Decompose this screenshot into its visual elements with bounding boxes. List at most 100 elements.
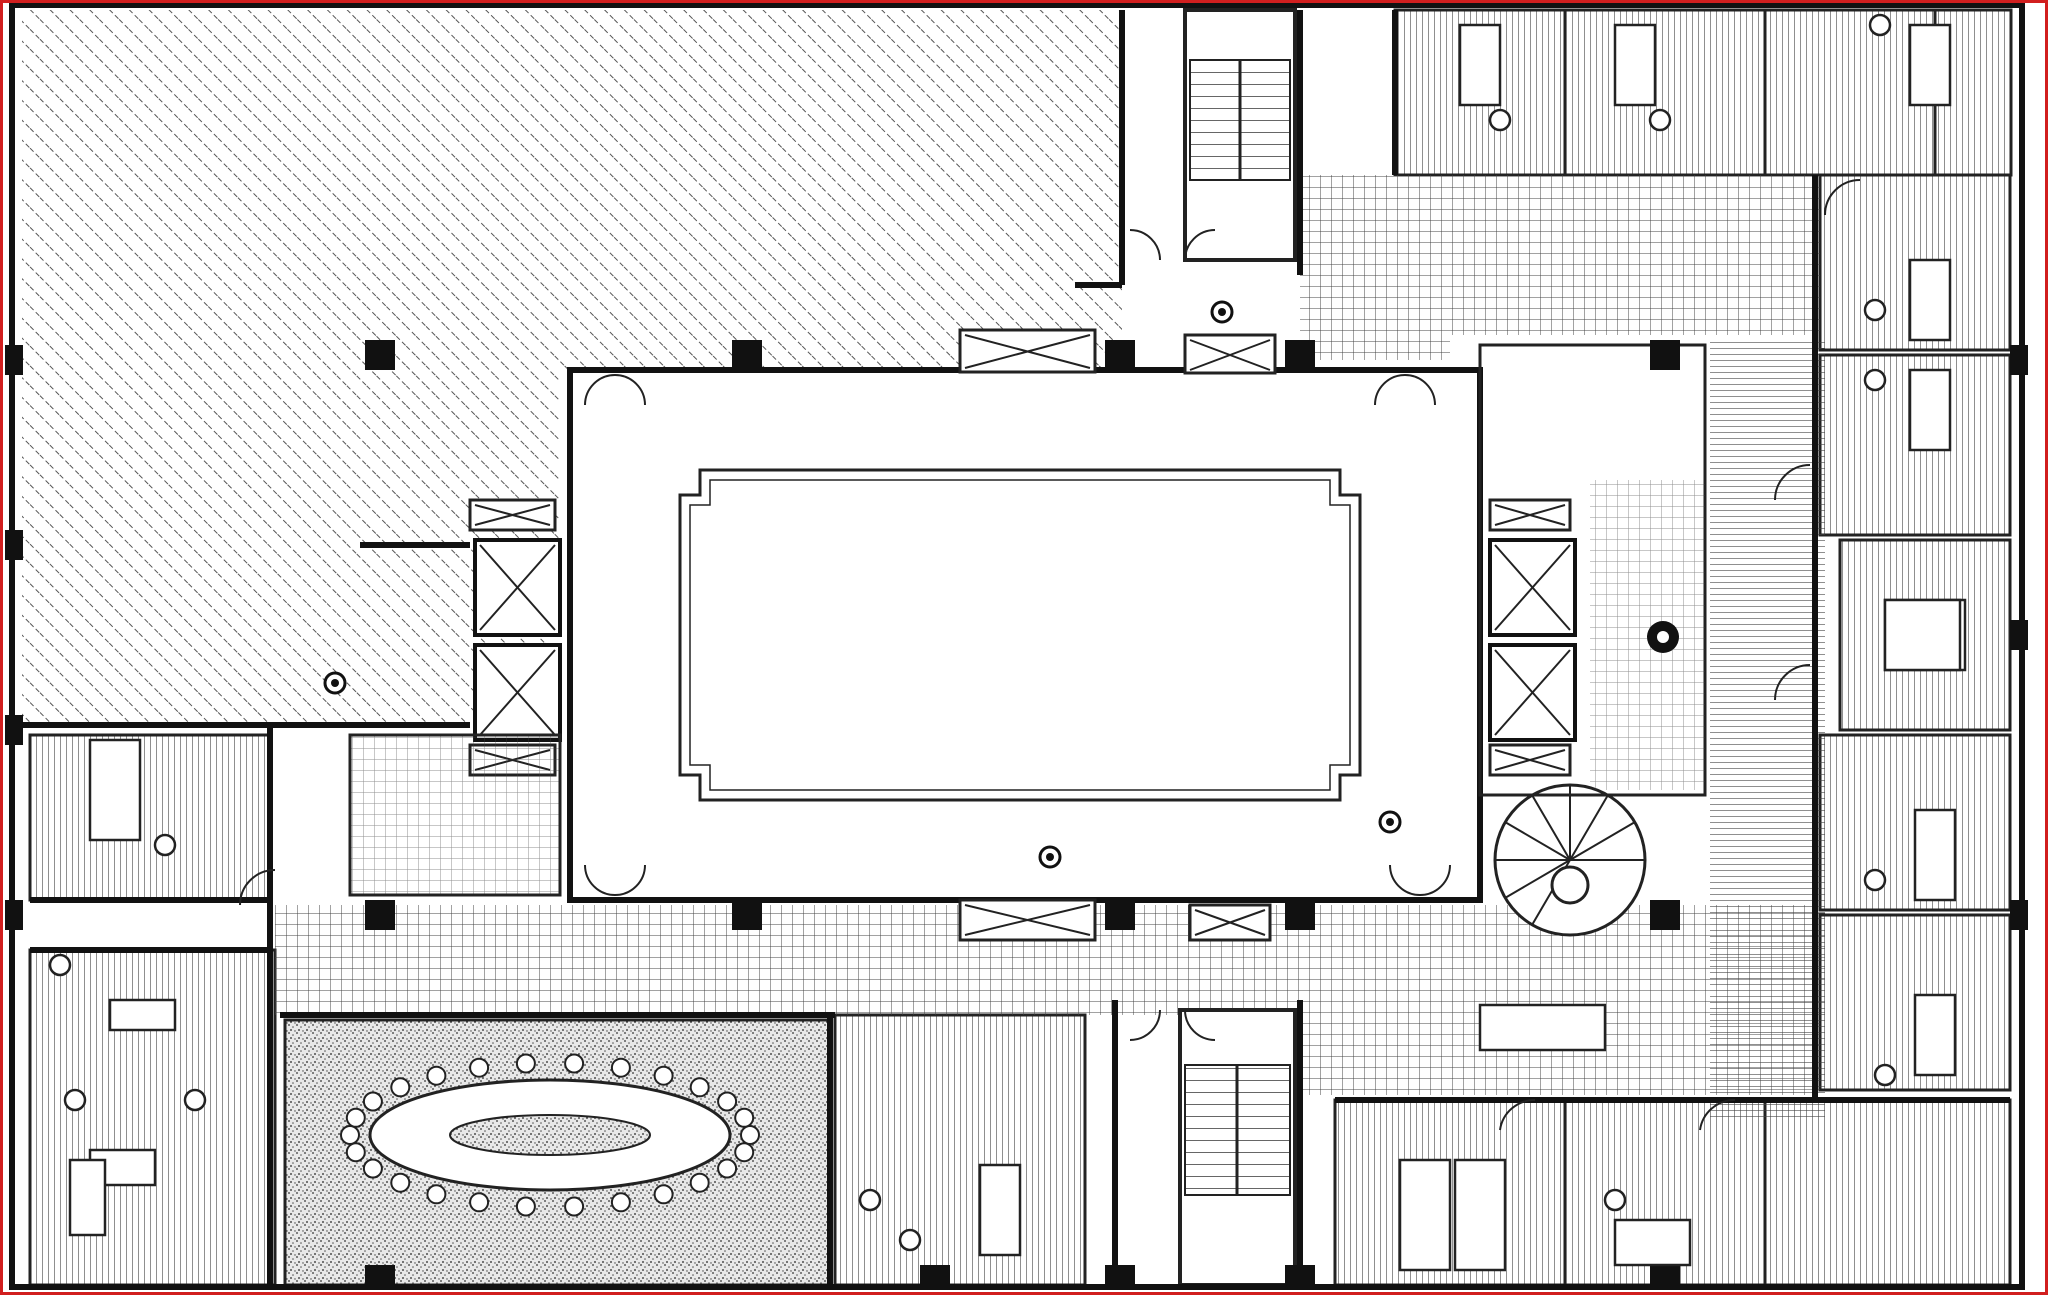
furniture [48,13,1967,1272]
chair [1603,1188,1627,1212]
conference-chair [564,1053,585,1074]
chair [1863,368,1887,392]
column [365,1265,395,1290]
shaft-bottom-2 [1188,903,1272,942]
conference-chair [345,1107,366,1128]
column [1285,900,1315,930]
door [1389,864,1421,896]
door [1824,179,1861,216]
desk [1398,1158,1452,1272]
door [1699,1098,1736,1131]
fire-extinguisher-icon [1210,300,1234,324]
conference-chair [426,1184,447,1205]
conference-chair [717,1091,738,1112]
desk [108,998,177,1032]
conference-chair [653,1184,674,1205]
desk [88,738,142,842]
chair [153,833,177,857]
stairwells [1178,8,1647,1287]
column [732,340,762,370]
conference-chair [653,1065,674,1086]
column [1650,340,1680,370]
door [1184,1009,1216,1041]
conference-chair [610,1057,631,1078]
chair [48,953,72,977]
conference-chair [390,1172,411,1193]
stairwell-top [1183,8,1297,262]
conference-chairs [340,1053,760,1217]
desk [1613,23,1657,107]
atrium-inner-outline [678,468,1362,802]
column [1650,1265,1680,1290]
door [1774,464,1811,501]
column [5,530,23,560]
conference-chair [610,1192,631,1213]
desk [1613,1218,1692,1267]
chair [183,1088,207,1112]
chair [1648,108,1672,132]
column [920,1265,950,1290]
conference-chair [515,1196,536,1217]
column [5,900,23,930]
chair [1873,1063,1897,1087]
conference-chair [734,1107,755,1128]
elevator-left-2 [473,643,562,742]
conference-chair [469,1057,490,1078]
doors [239,179,1861,1131]
door [239,869,276,906]
conference-chair [564,1196,585,1217]
shaft-right-2 [1488,743,1572,777]
shaft-bottom-1 [958,898,1097,942]
conference-chair [734,1142,755,1163]
chair [1488,108,1512,132]
shaft-right-1 [1488,498,1572,532]
chair [898,1228,922,1252]
desk [1908,258,1952,342]
column [1105,1265,1135,1290]
column [5,345,23,375]
meeting-table [1883,598,1962,672]
chair [1863,868,1887,892]
conference-chair [345,1142,366,1163]
chair [1863,298,1887,322]
column [1650,900,1680,930]
central-atrium [567,367,1483,903]
spiral-staircase [1493,783,1647,937]
elevator-right-2 [1488,643,1577,742]
conference-table-inlay [449,1114,651,1156]
desk [1458,23,1502,107]
column [732,900,762,930]
conference-chair [515,1053,536,1074]
desk [1908,368,1952,452]
column [1105,900,1135,930]
door [584,864,616,896]
door [1499,1098,1536,1131]
column [365,900,395,930]
column [2010,620,2028,650]
reception-desk [1478,1003,1607,1052]
desk [1913,808,1957,902]
conference-chair [717,1158,738,1179]
fire-hose-icon [1647,621,1679,653]
shaft-top-1 [958,328,1097,374]
column [2010,900,2028,930]
conference-chair [469,1192,490,1213]
stairwell-bottom [1178,1008,1297,1287]
columns [5,340,2028,1290]
door [1774,664,1811,701]
chair [63,1088,87,1112]
desk [1913,993,1957,1077]
door [1374,374,1406,406]
fire-extinguisher-icon [1038,845,1062,869]
door [1129,1009,1161,1041]
column [1285,1265,1315,1290]
chair [1868,13,1892,37]
door [614,864,646,896]
door [1184,229,1216,261]
chair [858,1188,882,1212]
column [365,340,395,370]
offices-bottom-right [1333,1098,2012,1287]
